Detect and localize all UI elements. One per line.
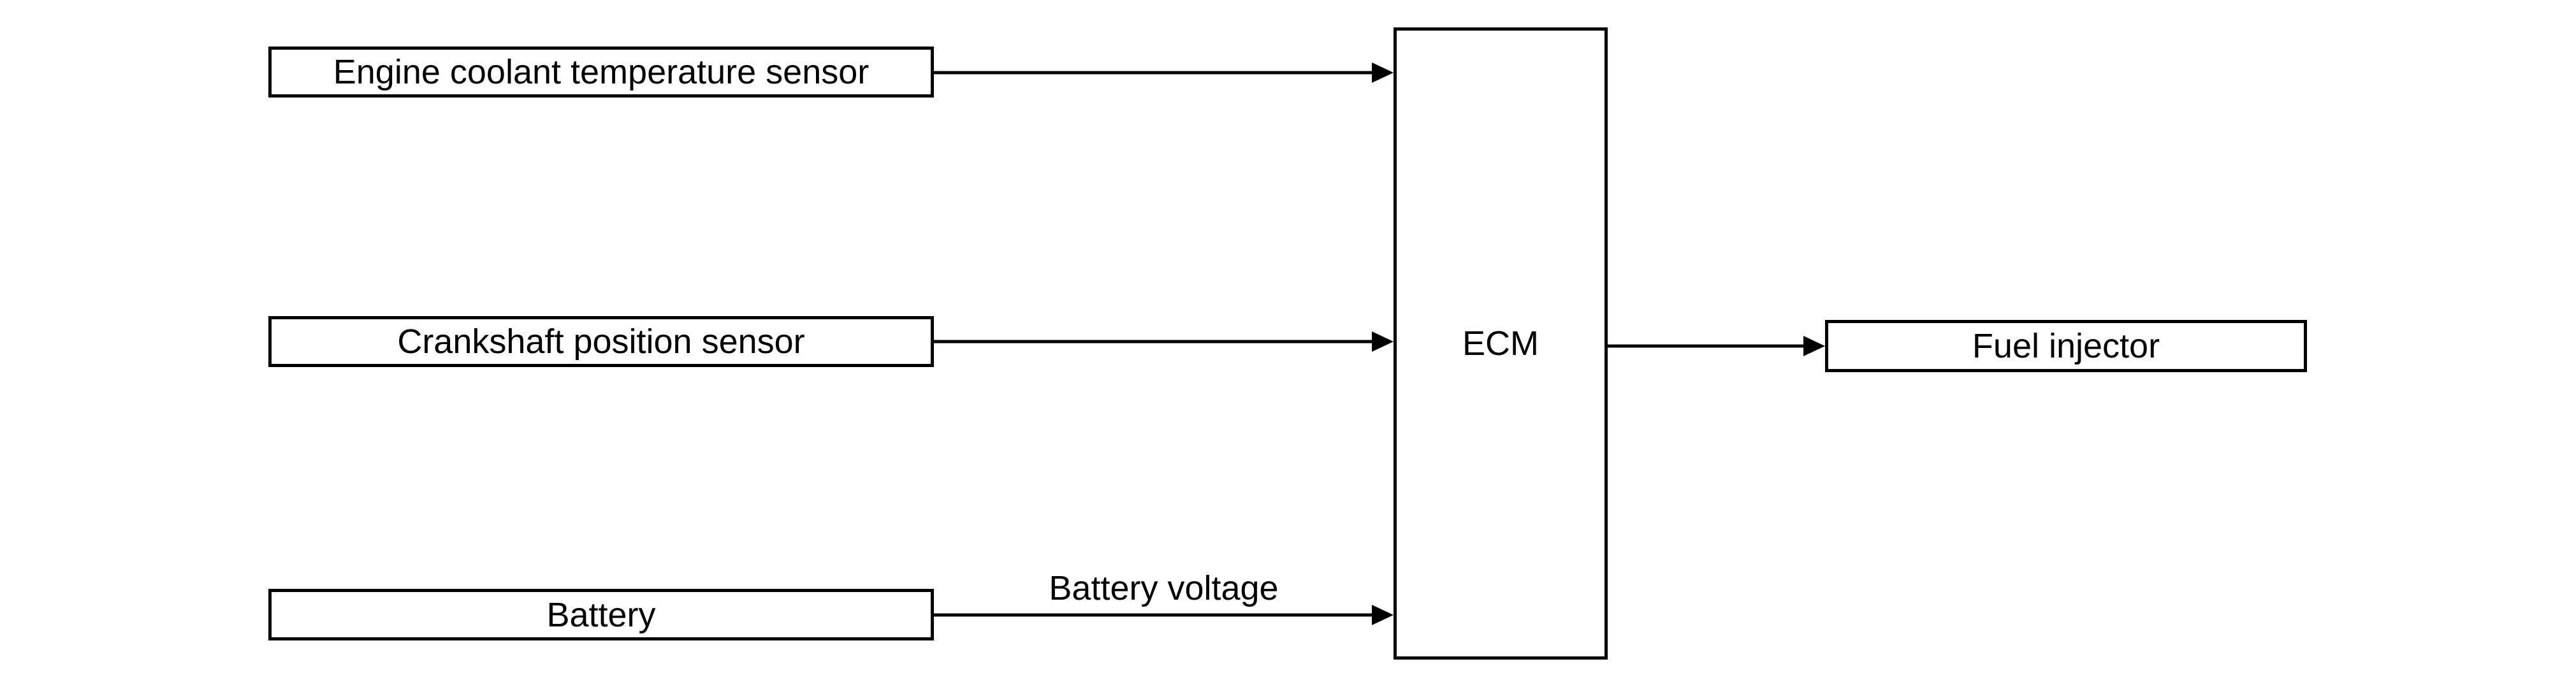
node-crankshaft-position-sensor-label: Crankshaft position sensor xyxy=(397,322,805,361)
arrowhead-icon xyxy=(1803,336,1825,356)
node-crankshaft-position-sensor: Crankshaft position sensor xyxy=(268,316,934,367)
node-ecm: ECM xyxy=(1394,27,1608,660)
node-ecm-label: ECM xyxy=(1462,324,1539,363)
edge-label-battery-voltage-text: Battery voltage xyxy=(1049,569,1279,607)
arrow-cps-to-ecm xyxy=(934,331,1394,352)
node-battery: Battery xyxy=(268,589,934,640)
arrowhead-icon xyxy=(1372,62,1394,83)
node-fuel-injector: Fuel injector xyxy=(1825,320,2307,372)
node-fuel-injector-label: Fuel injector xyxy=(1972,327,2160,365)
arrowhead-icon xyxy=(1372,605,1394,625)
node-battery-label: Battery xyxy=(546,595,656,634)
edge-label-battery-voltage: Battery voltage xyxy=(934,569,1394,605)
arrow-ecm-to-fuel-injector xyxy=(1608,336,1825,356)
node-engine-coolant-temperature-sensor-label: Engine coolant temperature sensor xyxy=(333,53,870,91)
arrow-ect-to-ecm xyxy=(934,62,1394,83)
arrowhead-icon xyxy=(1372,331,1394,352)
node-engine-coolant-temperature-sensor: Engine coolant temperature sensor xyxy=(268,47,934,98)
arrow-battery-to-ecm xyxy=(934,605,1394,625)
